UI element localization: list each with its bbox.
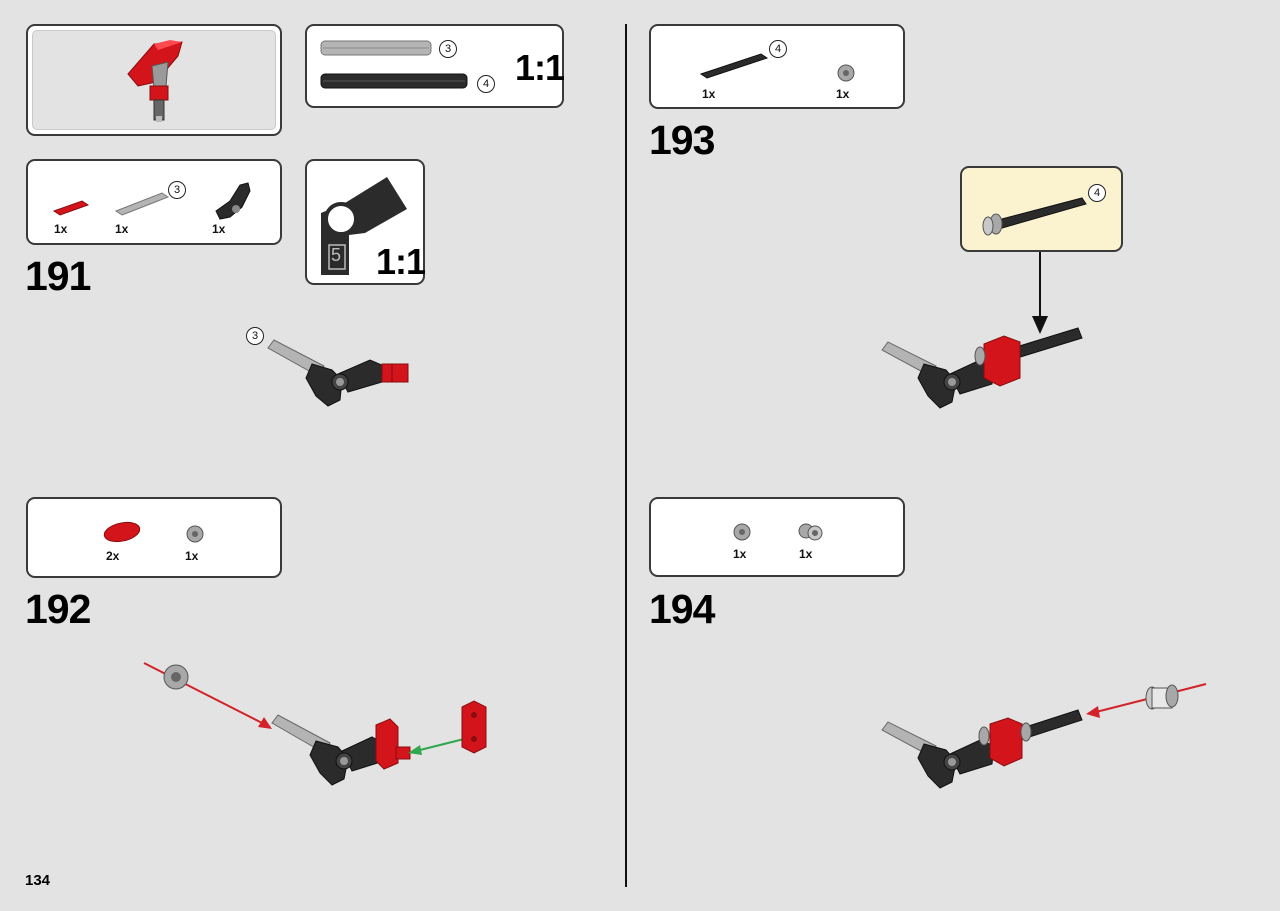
submodel-image bbox=[127, 40, 183, 122]
step-194-number: 194 bbox=[649, 586, 715, 632]
step-191-number: 191 bbox=[25, 253, 91, 299]
connector-scale-label: 1:1 bbox=[376, 241, 426, 282]
step-193-subassembly-callout: 4 bbox=[960, 166, 1123, 252]
step-191-axle-length-badge: 3 bbox=[246, 327, 264, 345]
part-quantity: 1x bbox=[836, 87, 850, 101]
gray-bush-icon bbox=[186, 525, 204, 543]
axle-length-3-badge: 3 bbox=[439, 40, 457, 58]
red-pin-icon bbox=[52, 200, 90, 216]
callout-axle-length-badge: 4 bbox=[1088, 184, 1106, 202]
step-192-number: 192 bbox=[25, 586, 91, 632]
black-axle-4-image bbox=[320, 73, 468, 89]
black-angle-connector-icon bbox=[215, 182, 251, 220]
axle-length-badge: 3 bbox=[168, 181, 186, 199]
part-quantity: 1x bbox=[799, 547, 813, 561]
double-bush-icon bbox=[798, 523, 823, 541]
part-quantity: 1x bbox=[702, 87, 716, 101]
axle-length-4-badge: 4 bbox=[477, 75, 495, 93]
step-194-parts-list: 1x 1x bbox=[649, 497, 905, 577]
step-193-assembly-image bbox=[881, 327, 1083, 409]
gray-axle-3-image bbox=[320, 40, 432, 56]
step-193-parts-list: 4 1x 1x bbox=[649, 24, 905, 109]
gray-bush-icon bbox=[837, 64, 855, 82]
black-axle-icon bbox=[699, 53, 769, 79]
part-quantity: 1x bbox=[733, 547, 747, 561]
gray-axle-icon bbox=[114, 192, 170, 216]
page-number: 134 bbox=[25, 872, 51, 889]
step-191-assembly-image bbox=[267, 339, 409, 407]
gray-bush-icon bbox=[733, 523, 751, 541]
step-194-assembly-image bbox=[881, 683, 1207, 789]
step-191-parts-list: 1x 3 1x 1x bbox=[26, 159, 282, 245]
part-quantity: 1x bbox=[54, 222, 68, 236]
part-quantity: 1x bbox=[115, 222, 129, 236]
step-193-down-arrow bbox=[1032, 252, 1048, 334]
part-quantity: 1x bbox=[212, 222, 226, 236]
red-half-beam-icon bbox=[103, 521, 141, 543]
angle-connector-scale-image bbox=[321, 177, 407, 275]
connector-part-number: 5 bbox=[331, 245, 342, 265]
axle-scale-label: 1:1 bbox=[515, 47, 565, 88]
axle-with-bush-image bbox=[982, 197, 1087, 236]
step-193-number: 193 bbox=[649, 117, 715, 163]
axle-scale-box: 3 4 1:1 bbox=[305, 24, 565, 108]
step-192-parts-list: 2x 1x bbox=[26, 497, 282, 578]
part-quantity: 1x bbox=[185, 549, 199, 563]
part-quantity: 2x bbox=[106, 549, 120, 563]
submodel-callout bbox=[26, 24, 282, 136]
connector-scale-box: 5 1:1 bbox=[305, 159, 426, 285]
step-192-assembly-image bbox=[143, 662, 487, 786]
axle-length-badge: 4 bbox=[769, 40, 787, 58]
page-divider bbox=[625, 24, 627, 887]
